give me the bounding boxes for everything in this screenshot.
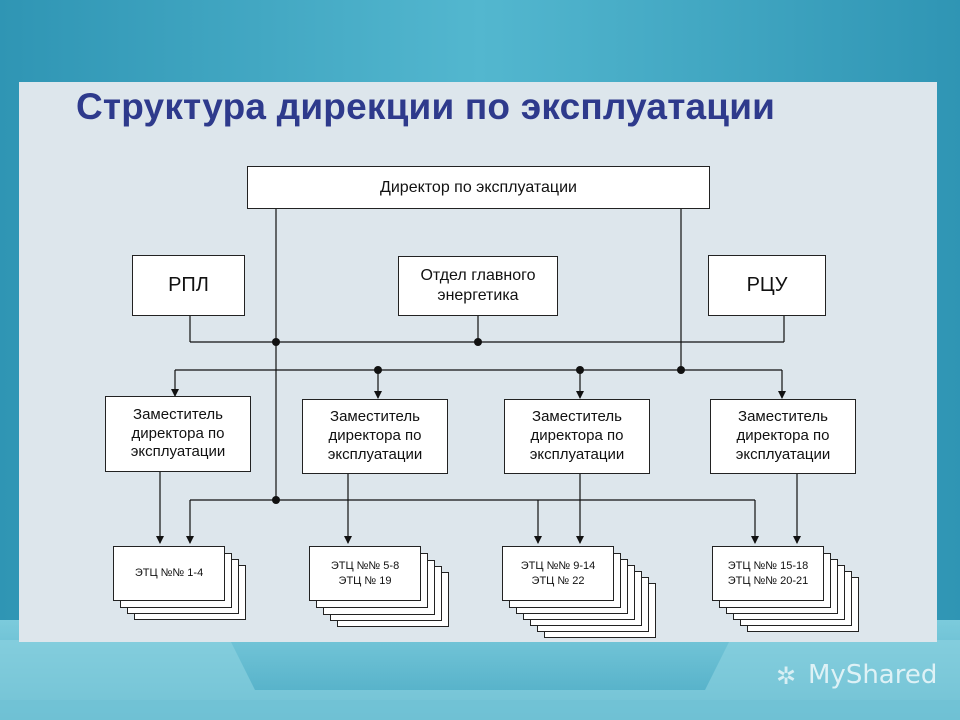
deputy-label: Заместитель директора по эксплуатации	[130, 405, 226, 461]
etc-label: ЭТЦ №№ 9-14 ЭТЦ № 22	[520, 559, 596, 587]
etc-label: ЭТЦ №№ 15-18 ЭТЦ №№ 20-21	[727, 559, 809, 587]
deputy-label: Заместитель директора по эксплуатации	[327, 408, 423, 463]
rpl-box: РПЛ	[132, 255, 245, 316]
deputy-label: Заместитель директора по эксплуатации	[529, 408, 625, 463]
etc-label: ЭТЦ №№ 5-8 ЭТЦ № 19	[330, 559, 400, 587]
watermark-text: MyShared	[808, 660, 938, 690]
chief-energy-box: Отдел главного энергетика	[398, 256, 558, 316]
deputy-box-1: Заместитель директора по эксплуатации	[105, 396, 251, 472]
director-box: Директор по эксплуатации	[247, 166, 710, 209]
deputy-box-2: Заместитель директора по эксплуатации	[302, 399, 448, 474]
rpl-label: РПЛ	[168, 274, 209, 296]
rcu-label: РЦУ	[746, 274, 788, 296]
director-label: Директор по эксплуатации	[380, 178, 577, 196]
deputy-box-3: Заместитель директора по эксплуатации	[504, 399, 650, 474]
etc-box-4: ЭТЦ №№ 15-18 ЭТЦ №№ 20-21	[712, 546, 824, 601]
etc-box-2: ЭТЦ №№ 5-8 ЭТЦ № 19	[309, 546, 421, 601]
etc-box-1: ЭТЦ №№ 1-4	[113, 546, 225, 601]
deputy-box-4: Заместитель директора по эксплуатации	[710, 399, 856, 474]
etc-box-3: ЭТЦ №№ 9-14 ЭТЦ № 22	[502, 546, 614, 601]
deputy-label: Заместитель директора по эксплуатации	[735, 408, 831, 463]
rcu-box: РЦУ	[708, 255, 826, 316]
etc-label: ЭТЦ №№ 1-4	[134, 567, 204, 580]
chief-energy-label: Отдел главного энергетика	[420, 267, 536, 304]
watermark-icon: ✲	[776, 663, 797, 690]
page-title: Структура дирекции по эксплуатации	[76, 86, 776, 127]
